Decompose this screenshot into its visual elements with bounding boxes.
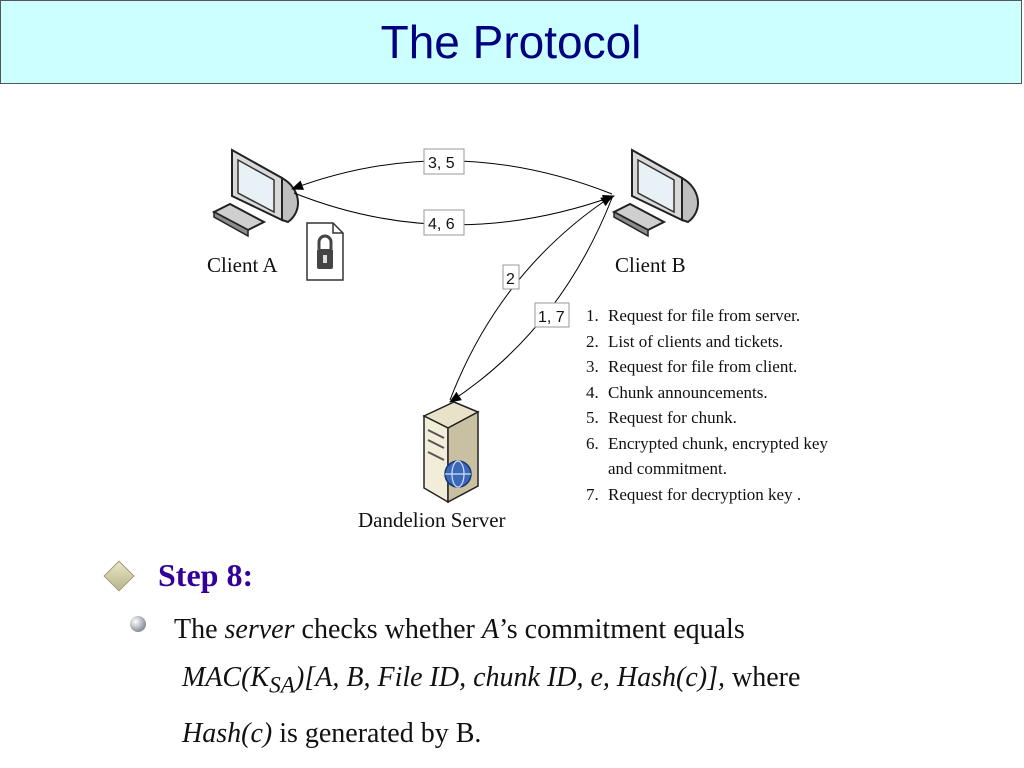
protocol-step-legend: 1.Request for file from server. 2.List o… [586,303,856,507]
step-heading: Step 8: [103,557,254,594]
svg-text:1, 7: 1, 7 [538,309,565,326]
edge-label-b-to-server: 1, 7 [534,302,570,328]
svg-text:2: 2 [506,271,515,288]
svg-text:3, 5: 3, 5 [428,155,455,172]
step-title: Step 8: [158,557,254,593]
server-tower-icon [422,401,480,504]
description-line: Hash(c) is generated by B. [182,717,482,749]
edge-label-top: 3, 5 [423,148,465,175]
step-bullet: The server checks whether A’s commitment… [130,606,800,758]
edge-label-server-to-b: 2 [502,264,520,290]
legend-item: 2.List of clients and tickets. [586,331,784,351]
computer-icon [611,148,699,238]
svg-text:4, 6: 4, 6 [428,216,455,233]
node-label-server: Dandelion Server [358,508,506,532]
legend-item: 3.Request for file from client. [586,357,798,376]
diamond-bullet-icon [103,559,135,592]
computer-icon [211,148,299,238]
node-label-client-a: Client A [207,253,278,277]
legend-item: 5.Request for chunk. [586,408,737,427]
step-description: The server checks whether A’s commitment… [174,606,800,758]
edge-label-middle: 4, 6 [423,209,465,236]
locked-document-icon [306,222,344,281]
slide-title: The Protocol [380,16,642,68]
node-label-client-b: Client B [615,253,686,277]
legend-item: 6.Encrypted chunk, encrypted key and com… [586,433,828,479]
legend-item: 4.Chunk announcements. [586,382,768,402]
legend-item: 7.Request for decryption key . [586,484,802,504]
title-bar: The Protocol [0,0,1022,84]
description-line: MAC(KSA)[A, B, File ID, chunk ID, e, Has… [182,662,801,699]
legend-item: 1.Request for file from server. [586,306,801,325]
sphere-bullet-icon [130,616,146,632]
description-line: The server checks whether A’s commitment… [174,614,745,645]
